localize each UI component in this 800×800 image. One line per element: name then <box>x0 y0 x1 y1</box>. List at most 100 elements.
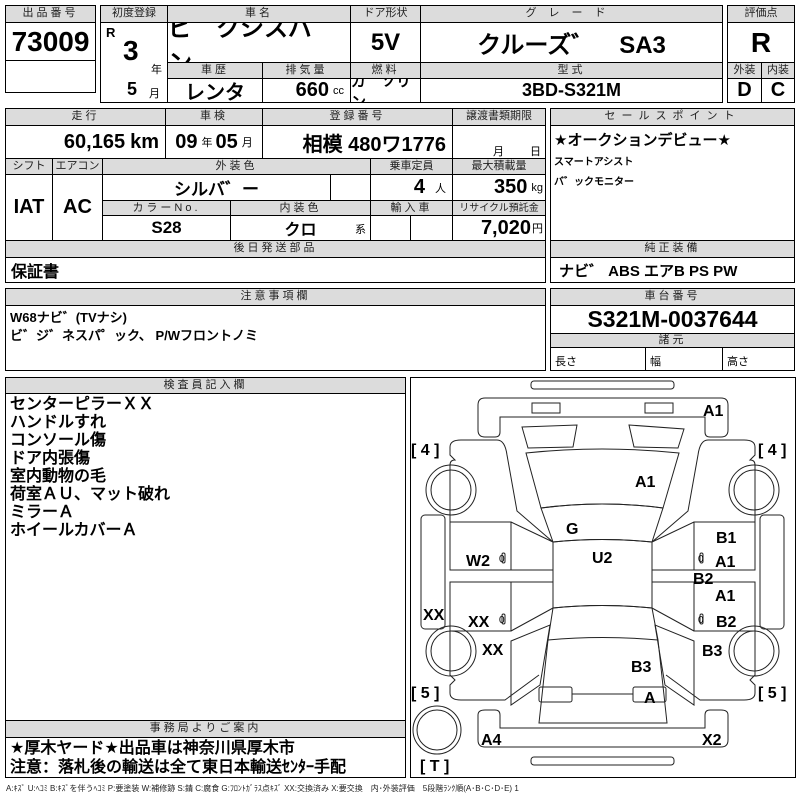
inspector-line: 室内動物の毛 <box>10 468 107 485</box>
score-label: 評価点 <box>727 5 795 23</box>
chassis-number: S321M-0037644 <box>550 305 795 334</box>
office-line: ★厚木ヤード★出品車は神奈川県厚木市 <box>10 740 295 757</box>
right-front-fender <box>651 439 756 543</box>
hood-damage: A1 <box>635 474 656 491</box>
left-rear-fender-damage: XX <box>482 642 504 659</box>
wheel-fl <box>425 464 477 516</box>
reg-year: 3 <box>123 35 139 66</box>
right-rear-fender-damage: B3 <box>702 643 723 660</box>
doc-deadline: 月 日 <box>452 125 546 159</box>
ext-color-label: 外装色 <box>102 158 371 175</box>
headlight-left <box>531 402 561 414</box>
rear-hatch <box>538 605 668 724</box>
office-notes: ★厚木ヤード★出品車は神奈川県厚木市 注意：落札後の輸送は全て東日本輸送ｾﾝﾀｰ… <box>5 737 406 778</box>
right-front-door <box>693 521 756 571</box>
deadline-month-unit: 月 <box>493 146 504 158</box>
mileage-unit: km <box>130 130 159 153</box>
reg-month: 5 <box>127 79 138 99</box>
plate: 相模 480ワ1776 <box>262 125 453 159</box>
displacement-unit: cc <box>333 84 344 97</box>
left-front-fender <box>449 439 554 543</box>
front-light-left <box>521 424 578 449</box>
tire-rl: [ 5 ] <box>411 685 439 702</box>
int-color-unit: 系 <box>355 224 366 236</box>
tire-rr: [ 5 ] <box>758 685 786 702</box>
inspector-line: センターピラーＸＸ <box>10 396 155 413</box>
int-color-value: クロ <box>284 222 317 239</box>
inspection-label: 車検 <box>165 108 263 126</box>
int-color-label: 内装色 <box>230 200 371 216</box>
hood <box>525 448 680 509</box>
ext-color: シルバ゛ー <box>102 174 331 201</box>
color-no: S28 <box>102 215 231 241</box>
history-label: 車歴 <box>167 62 263 79</box>
inspector-line: 荷室ＡＵ、マット破れ <box>10 486 171 503</box>
door-type: 5V <box>350 22 421 63</box>
headlight-right <box>644 402 674 414</box>
wheel-rl <box>425 625 477 677</box>
exterior-score: D <box>727 78 762 103</box>
fuel: ガ゛ソリン <box>350 78 421 103</box>
month-unit: 月 <box>149 88 160 100</box>
displacement-label: 排気量 <box>262 62 351 79</box>
left-front-door-mark: 0 <box>499 554 505 565</box>
front-bumper-damage: A1 <box>703 403 724 420</box>
car-name: ピ゛クシスバ゛ン <box>167 22 351 63</box>
tire-fl: [ 4 ] <box>411 442 439 459</box>
right-front-door-mark: 0 <box>698 554 704 565</box>
left-sill <box>420 514 446 630</box>
rear-bumper <box>477 709 729 748</box>
fuel-label: 燃料 <box>350 62 421 79</box>
inspection-year: 09 <box>175 130 198 153</box>
inspector-line: ドア内張傷 <box>10 450 91 467</box>
capacity-unit: 人 <box>435 182 446 195</box>
shift-label: シフト <box>5 158 53 175</box>
equipment: ナビ゛ ABS エアB PS PW <box>550 257 795 283</box>
recycle-value: 7,020 <box>480 216 531 239</box>
left-sill-damage: XX <box>423 607 445 624</box>
office-label: 事務局よりご案内 <box>5 720 406 738</box>
exterior-label: 外装 <box>727 62 762 79</box>
import-cell-2 <box>410 215 453 241</box>
recycle-label: リサイクル預託金 <box>452 200 546 216</box>
era: R <box>106 25 116 40</box>
office-line: 注意：落札後の輸送は全て東日本輸送ｾﾝﾀｰ手配 <box>10 759 347 776</box>
damage-diagram: [ 4 ] [ 4 ] [ 5 ] [ 5 ] [ T ] A1 A1 G U2… <box>411 380 786 775</box>
left-rear-door <box>449 581 512 632</box>
right-sill <box>759 514 785 630</box>
windshield <box>540 503 664 543</box>
left-rear-door-damage: XX <box>468 614 490 631</box>
lot-blank <box>5 60 96 93</box>
damage-diagram-frame <box>410 377 796 778</box>
color-no-label: カラーNo. <box>102 200 231 216</box>
inspector-line: ハンドルすれ <box>10 414 107 431</box>
mileage-label: 走行 <box>5 108 166 126</box>
rear-bar <box>530 756 675 766</box>
plate-label: 登録番号 <box>262 108 453 126</box>
windshield-damage: G <box>566 521 578 538</box>
legend: A:ｷｽﾞ U:ﾍｺﾐ B:ｷｽﾞを伴うﾍｺﾐ P:要塗装 W:補修跡 S:錆 … <box>6 784 519 793</box>
specs-label: 諸元 <box>550 333 795 348</box>
right-rear-door-damage-1: A1 <box>715 588 736 605</box>
inspector-line: コンソール傷 <box>10 432 107 449</box>
first-reg-value: R 3 年 5 月 <box>100 22 168 103</box>
front-bumper <box>477 397 729 438</box>
right-rear-door-damage-2: B2 <box>716 614 737 631</box>
lot-number: 73009 <box>5 22 96 61</box>
rear-bumper-right-damage: X2 <box>702 732 722 749</box>
right-rear-fender <box>654 624 695 706</box>
left-front-door <box>449 521 512 571</box>
ext-color-blank <box>330 174 371 201</box>
grade-label: グレード <box>420 5 723 23</box>
grade: クルーズ゛ SA3 <box>420 22 723 63</box>
displacement-value: 660 <box>295 79 329 101</box>
interior-label: 内装 <box>761 62 795 79</box>
rear-lamp-left <box>538 686 573 703</box>
history: レンタ <box>167 78 263 103</box>
roof-damage: U2 <box>592 550 613 567</box>
sales-point-item: バ゛ックモニター <box>554 177 634 188</box>
wheel-fr <box>728 464 780 516</box>
